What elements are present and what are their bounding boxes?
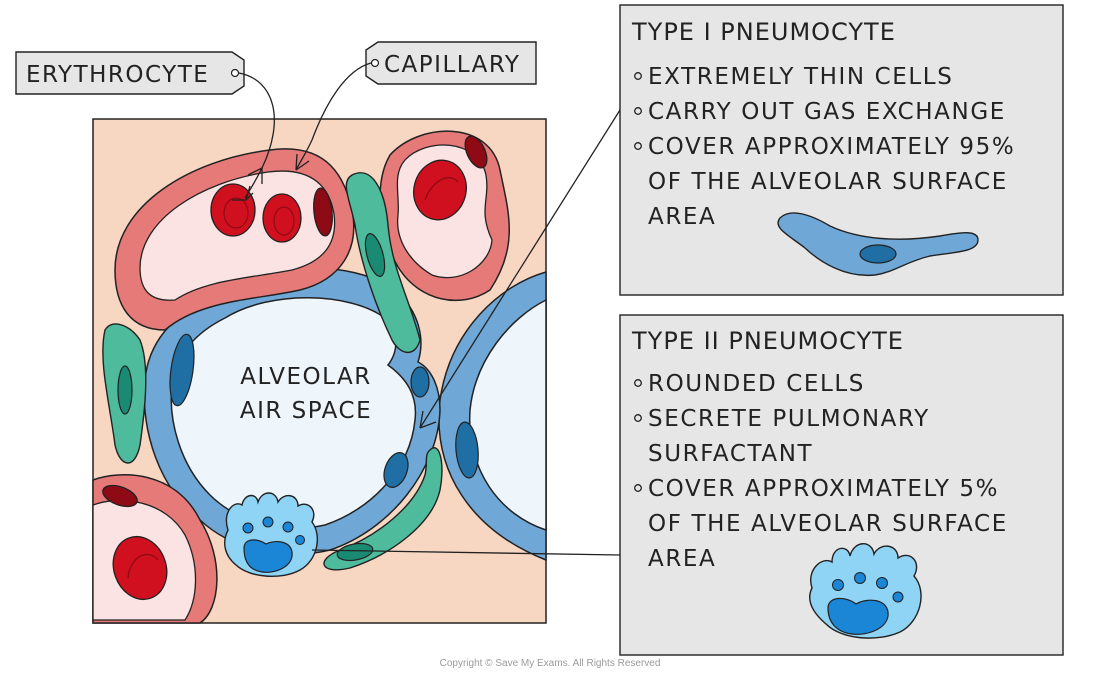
type2-bullet3-line2: OF THE ALVEOLAR SURFACE — [648, 511, 1008, 537]
air-space-label-line1: ALVEOLAR — [240, 364, 371, 390]
erythrocyte-side — [464, 135, 488, 169]
air-space-label-line2: AIR SPACE — [240, 398, 372, 424]
bullet-icon — [634, 379, 642, 387]
interstitial-nucleus — [364, 233, 386, 277]
type2-pointer — [311, 549, 621, 556]
bullet-icon — [634, 414, 642, 422]
capillary-tag: CAPILLARY — [365, 41, 537, 85]
vesicle — [282, 521, 294, 533]
vesicle — [242, 522, 254, 534]
type1-cell-nucleus — [859, 244, 897, 264]
erythrocyte-side — [102, 484, 138, 508]
interstitial-cells — [102, 172, 443, 571]
bullet-icon — [634, 107, 642, 115]
type2-cell-nucleus — [827, 597, 889, 635]
type1-nucleus-top-right — [410, 366, 430, 398]
type2-bullet3-line1: COVER APPROXIMATELY 5% — [648, 476, 999, 502]
type1-nucleus-left — [169, 333, 195, 407]
erythrocyte-label: ERYTHROCYTE — [26, 62, 209, 88]
type1-bullet2: CARRY OUT GAS EXCHANGE — [648, 99, 1006, 125]
type2-cell-illustration — [808, 543, 922, 639]
bullet-icon — [634, 72, 642, 80]
type1-title: TYPE I PNEUMOCYTE — [631, 18, 896, 46]
vesicle — [876, 577, 888, 589]
type2-bullet3-line3: AREA — [648, 546, 716, 572]
erythrocyte-tag: ERYTHROCYTE — [15, 51, 245, 95]
type2-bullet2-line2: SURFACTANT — [648, 441, 813, 467]
bullet-icon — [634, 484, 642, 492]
nucleus — [455, 421, 479, 479]
alveolar-wall — [143, 267, 441, 556]
type1-bullet3-line1: COVER APPROXIMATELY 95% — [648, 134, 1015, 160]
erythrocyte — [413, 159, 467, 221]
type2-nucleus — [243, 539, 293, 573]
capillary-bottom-left — [92, 474, 218, 624]
tag-hole — [230, 68, 240, 78]
tag-hole — [370, 58, 380, 68]
type2-info-box: TYPE II PNEUMOCYTE ROUNDED CELLS SECRETE… — [619, 314, 1064, 656]
type2-pneumocyte — [224, 492, 319, 578]
capillary-pointer — [295, 62, 372, 171]
interstitial-cell — [323, 447, 443, 571]
type2-bullet2-line1: SECRETE PULMONARY — [648, 406, 930, 432]
vesicle — [262, 516, 274, 528]
type1-nucleus-bottom — [383, 452, 409, 488]
neighbouring-alveolus — [438, 271, 547, 562]
bullet-icon — [634, 142, 642, 150]
interstitial-nucleus — [336, 542, 374, 562]
capillary-top-left — [114, 148, 355, 331]
erythrocyte-side — [313, 187, 333, 237]
vesicle — [854, 572, 866, 584]
type1-cell-illustration — [777, 212, 979, 277]
interstitial-nucleus — [117, 365, 133, 415]
vesicle — [832, 579, 844, 591]
vesicle — [892, 591, 904, 603]
erythrocyte — [112, 535, 168, 601]
type1-bullet3-line3: AREA — [648, 204, 716, 230]
type1-info-box: TYPE I PNEUMOCYTE EXTREMELY THIN CELLS C… — [619, 4, 1064, 296]
vesicle — [295, 535, 305, 545]
type2-title: TYPE II PNEUMOCYTE — [631, 327, 904, 355]
type1-pointer — [419, 109, 621, 429]
capillary-label: CAPILLARY — [384, 52, 520, 78]
alveolus-tissue-section: ALVEOLAR AIR SPACE — [92, 118, 547, 624]
erythrocyte-pointer — [238, 72, 275, 199]
copyright-notice: Copyright © Save My Exams. All Rights Re… — [440, 658, 661, 669]
type1-bullet3-line2: OF THE ALVEOLAR SURFACE — [648, 169, 1008, 195]
erythrocyte — [210, 183, 256, 237]
capillary-top-right — [379, 130, 510, 302]
type1-bullet1: EXTREMELY THIN CELLS — [648, 64, 953, 90]
type2-bullet1: ROUNDED CELLS — [648, 371, 865, 397]
